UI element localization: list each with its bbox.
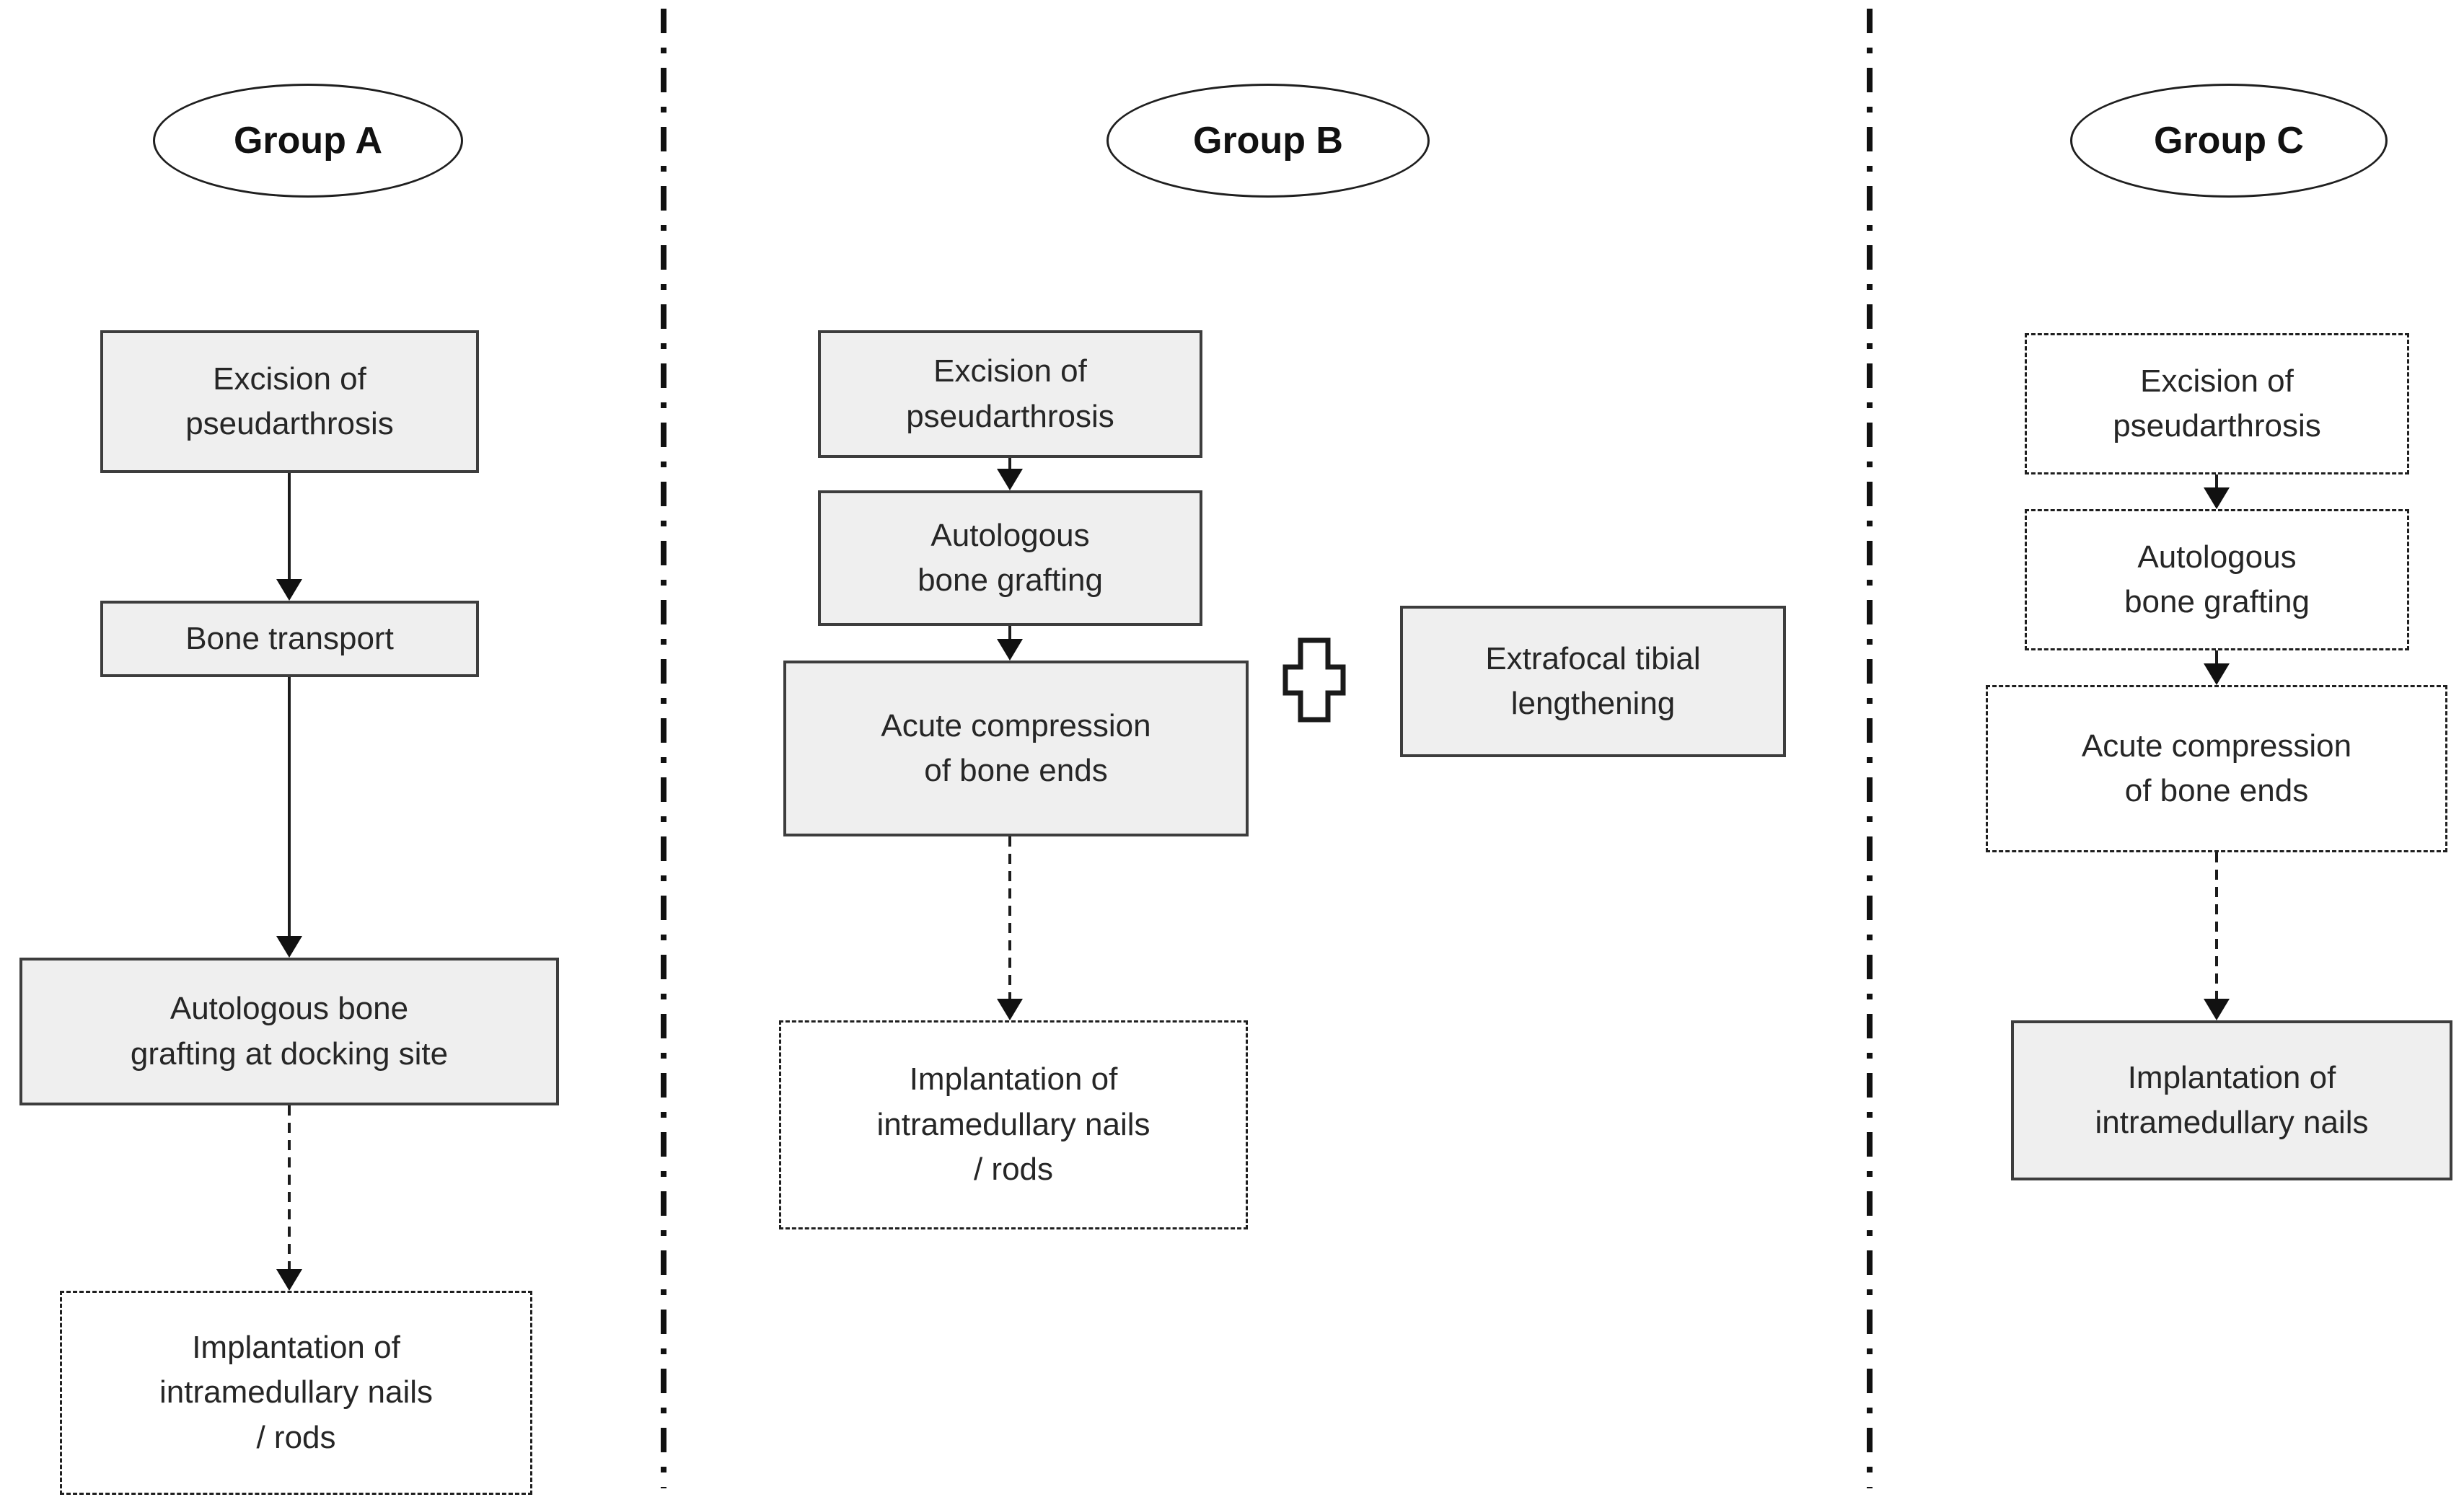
node-text: Implantation of intramedullary nails / r… <box>159 1325 433 1460</box>
arrow-shaft <box>288 1105 291 1269</box>
text-line: Excision of <box>2140 363 2294 399</box>
text-line: Bone transport <box>185 620 394 656</box>
text-line: Implantation of <box>192 1329 400 1365</box>
text-line: Autologous bone <box>170 991 409 1027</box>
text-line: pseudarthrosis <box>2113 408 2321 443</box>
group-b-arrow-2 <box>997 626 1023 661</box>
arrow-shaft <box>1008 626 1011 639</box>
text-line: of bone ends <box>924 753 1108 788</box>
node-text: Excision of pseudarthrosis <box>906 349 1114 439</box>
text-line: Excision of <box>213 361 366 397</box>
arrow-head-icon <box>997 999 1023 1020</box>
group-a-step-bone-transport: Bone transport <box>100 601 479 677</box>
group-b-step-acute-compression: Acute compression of bone ends <box>783 661 1249 836</box>
group-b-ellipse: Group B <box>1106 84 1430 198</box>
group-c-step-excision: Excision of pseudarthrosis <box>2025 333 2409 474</box>
group-c-arrow-3-dashed <box>2204 852 2230 1020</box>
node-text: Implantation of intramedullary nails <box>2095 1056 2368 1146</box>
text-line: Implantation of <box>2127 1059 2336 1095</box>
node-text: Autologous bone grafting at docking site <box>131 986 448 1077</box>
arrow-shaft <box>2215 650 2218 663</box>
arrow-head-icon <box>276 579 302 601</box>
text-line: Extrafocal tibial <box>1485 640 1701 676</box>
column-divider-2 <box>1867 9 1873 1488</box>
arrow-shaft <box>2215 474 2218 487</box>
group-b-label: Group B <box>1193 120 1343 162</box>
node-text: Autologous bone grafting <box>2124 535 2310 625</box>
text-line: / rods <box>256 1419 336 1455</box>
group-c-ellipse: Group C <box>2070 84 2388 198</box>
text-line: pseudarthrosis <box>906 398 1114 434</box>
arrow-shaft <box>1008 458 1011 469</box>
group-a-step-grafting-docking: Autologous bone grafting at docking site <box>19 958 559 1105</box>
text-line: intramedullary nails <box>159 1374 434 1410</box>
group-a-arrow-2 <box>276 677 302 958</box>
text-line: Excision of <box>933 353 1087 389</box>
group-a-arrow-3-dashed <box>276 1105 302 1291</box>
node-text: Excision of pseudarthrosis <box>185 357 394 447</box>
group-a-step-implantation: Implantation of intramedullary nails / r… <box>60 1291 532 1495</box>
group-b-arrow-1 <box>997 458 1023 490</box>
group-c-arrow-2 <box>2204 650 2230 685</box>
text-line: of bone ends <box>2124 773 2309 808</box>
group-a-label: Group A <box>233 120 383 162</box>
group-b-step-excision: Excision of pseudarthrosis <box>818 330 1202 458</box>
node-text: Acute compression of bone ends <box>881 704 1150 794</box>
group-c-step-bone-grafting: Autologous bone grafting <box>2025 509 2409 650</box>
arrow-shaft <box>1008 836 1011 999</box>
text-line: Implantation of <box>909 1061 1118 1098</box>
arrow-head-icon <box>276 936 302 958</box>
text-line: intramedullary nails <box>2095 1105 2369 1140</box>
plus-icon <box>1282 637 1346 723</box>
text-line: Autologous <box>930 517 1090 553</box>
group-b-arrow-3-dashed <box>997 836 1023 1020</box>
arrow-head-icon <box>276 1269 302 1291</box>
arrow-head-icon <box>997 639 1023 661</box>
node-text: Excision of pseudarthrosis <box>2113 359 2321 449</box>
arrow-head-icon <box>997 469 1023 490</box>
arrow-shaft <box>2215 852 2218 999</box>
arrow-head-icon <box>2204 999 2230 1020</box>
group-b-adjunct-extrafocal: Extrafocal tibial lengthening <box>1400 606 1786 757</box>
text-line: bone grafting <box>2124 584 2310 619</box>
arrow-shaft <box>288 677 291 936</box>
group-b-step-implantation: Implantation of intramedullary nails / r… <box>779 1020 1248 1229</box>
node-text: Extrafocal tibial lengthening <box>1485 637 1700 727</box>
text-line: Autologous <box>2137 539 2297 575</box>
text-line: intramedullary nails <box>876 1106 1150 1142</box>
text-line: Acute compression <box>881 707 1151 743</box>
group-a-arrow-1 <box>276 473 302 601</box>
text-line: bone grafting <box>918 562 1103 598</box>
node-text: Implantation of intramedullary nails / r… <box>876 1057 1150 1192</box>
text-line: / rods <box>973 1152 1054 1188</box>
group-a-step-excision: Excision of pseudarthrosis <box>100 330 479 473</box>
group-b-step-bone-grafting: Autologous bone grafting <box>818 490 1202 626</box>
node-text: Autologous bone grafting <box>918 513 1103 604</box>
arrow-head-icon <box>2204 487 2230 509</box>
text-line: lengthening <box>1510 686 1676 721</box>
group-c-arrow-1 <box>2204 474 2230 509</box>
column-divider-1 <box>661 9 666 1488</box>
text-line: grafting at docking site <box>130 1035 449 1072</box>
node-text: Bone transport <box>185 617 394 661</box>
arrow-head-icon <box>2204 663 2230 685</box>
text-line: Acute compression <box>2081 728 2352 764</box>
group-c-label: Group C <box>2154 120 2304 162</box>
group-a-ellipse: Group A <box>153 84 463 198</box>
group-c-step-acute-compression: Acute compression of bone ends <box>1986 685 2447 852</box>
node-text: Acute compression of bone ends <box>2082 724 2351 814</box>
arrow-shaft <box>288 473 291 579</box>
group-c-step-implantation: Implantation of intramedullary nails <box>2011 1020 2452 1180</box>
text-line: pseudarthrosis <box>185 406 394 441</box>
